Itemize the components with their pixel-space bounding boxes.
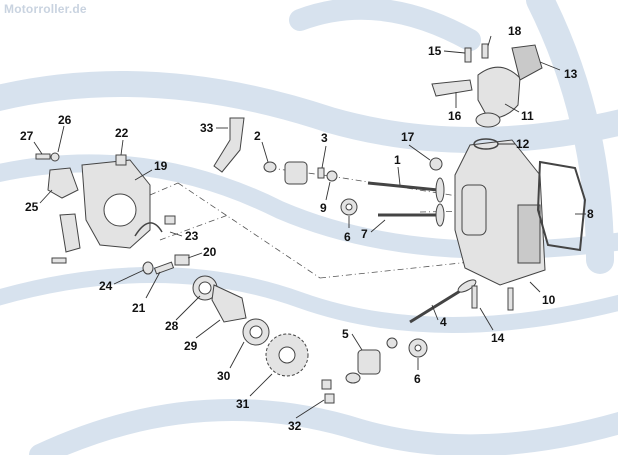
stud-14b-part (507, 287, 514, 311)
circlip-23-part (134, 222, 163, 237)
label-7: 7 (361, 227, 368, 241)
valve-1-head (435, 177, 445, 203)
label-15: 15 (428, 44, 442, 58)
label-3: 3 (321, 131, 328, 145)
label-23: 23 (185, 229, 199, 243)
label-10: 10 (542, 293, 556, 307)
intake-cover-part (511, 44, 543, 81)
label-24: 24 (99, 279, 113, 293)
adjuster-part (51, 257, 67, 264)
washer-6a-hole (345, 203, 353, 211)
sprocket-31-hub (278, 346, 296, 364)
valve-spring-5-part (357, 349, 381, 375)
pin-20-part (174, 254, 190, 266)
label-33: 33 (200, 121, 214, 135)
retainer-5-part (386, 337, 398, 349)
valve-1-stem (367, 181, 439, 192)
label-6b: 6 (414, 372, 421, 386)
bolt-32a-part (321, 379, 332, 390)
cap-24-part (142, 261, 154, 275)
rocker-arm-25b-part (59, 213, 81, 253)
cylinder-head-port (461, 184, 487, 236)
spring-seat-5-part (345, 372, 361, 384)
valve-spring-2-part (284, 161, 308, 185)
label-19: 19 (154, 159, 168, 173)
label-30: 30 (217, 369, 231, 383)
rocker-arm-25-part (47, 167, 79, 199)
label-5: 5 (342, 327, 349, 341)
label-27: 27 (20, 129, 34, 143)
bolt-15-part (464, 47, 472, 63)
valve-4-stem (409, 286, 466, 324)
label-12: 12 (516, 137, 530, 151)
pin-22-part (115, 154, 127, 166)
valve-7-head (435, 203, 445, 227)
valve-4-head (457, 279, 477, 293)
label-11: 11 (521, 109, 534, 123)
pin-23-part (164, 215, 176, 225)
valve-seal-17-part (429, 157, 443, 171)
label-32: 32 (288, 419, 302, 433)
retainer-9-part (326, 170, 338, 182)
intake-flange-part (475, 112, 501, 128)
washer-6b-hole (414, 344, 422, 352)
label-16: 16 (448, 109, 462, 123)
camshaft-29-part (211, 284, 247, 323)
cylinder-head-side (517, 204, 541, 264)
stud-14a-part (471, 285, 478, 309)
label-8: 8 (587, 207, 594, 221)
parts-group (35, 43, 587, 404)
valve-keeper-3-part (317, 167, 325, 179)
spring-seat-2-part (263, 161, 277, 173)
bracket-33-part (213, 117, 245, 173)
watermark-text: Motorroller.de (4, 2, 87, 16)
label-9: 9 (320, 201, 327, 215)
label-21: 21 (132, 301, 146, 315)
pipe-clamp-part (431, 79, 473, 97)
head-gasket-part (536, 160, 587, 252)
callout-labels: 1 2 3 4 5 6 6 7 8 9 10 11 12 13 14 15 16… (20, 24, 594, 433)
label-13: 13 (564, 67, 578, 81)
bolt-18-part (481, 43, 489, 59)
label-29: 29 (184, 339, 198, 353)
label-26: 26 (58, 113, 72, 127)
screw-27-part (35, 153, 51, 160)
cam-holder-bore (103, 193, 137, 227)
pin-26-part (50, 152, 60, 162)
leader-lines (33, 35, 586, 419)
label-1: 1 (394, 153, 401, 167)
shaft-21-part (153, 261, 175, 275)
label-20: 20 (203, 245, 217, 259)
bolt-32b-part (324, 393, 335, 404)
bearing-28-hole (198, 281, 212, 295)
label-14: 14 (491, 331, 505, 345)
label-6a: 6 (344, 230, 351, 244)
label-18: 18 (508, 24, 522, 38)
bearing-30-hole (249, 325, 263, 339)
label-2: 2 (254, 129, 261, 143)
label-17: 17 (401, 130, 415, 144)
label-4: 4 (440, 315, 447, 329)
label-22: 22 (115, 126, 129, 140)
intake-manifold-part (477, 66, 521, 119)
label-31: 31 (236, 397, 250, 411)
label-25: 25 (25, 200, 39, 214)
label-28: 28 (165, 319, 179, 333)
